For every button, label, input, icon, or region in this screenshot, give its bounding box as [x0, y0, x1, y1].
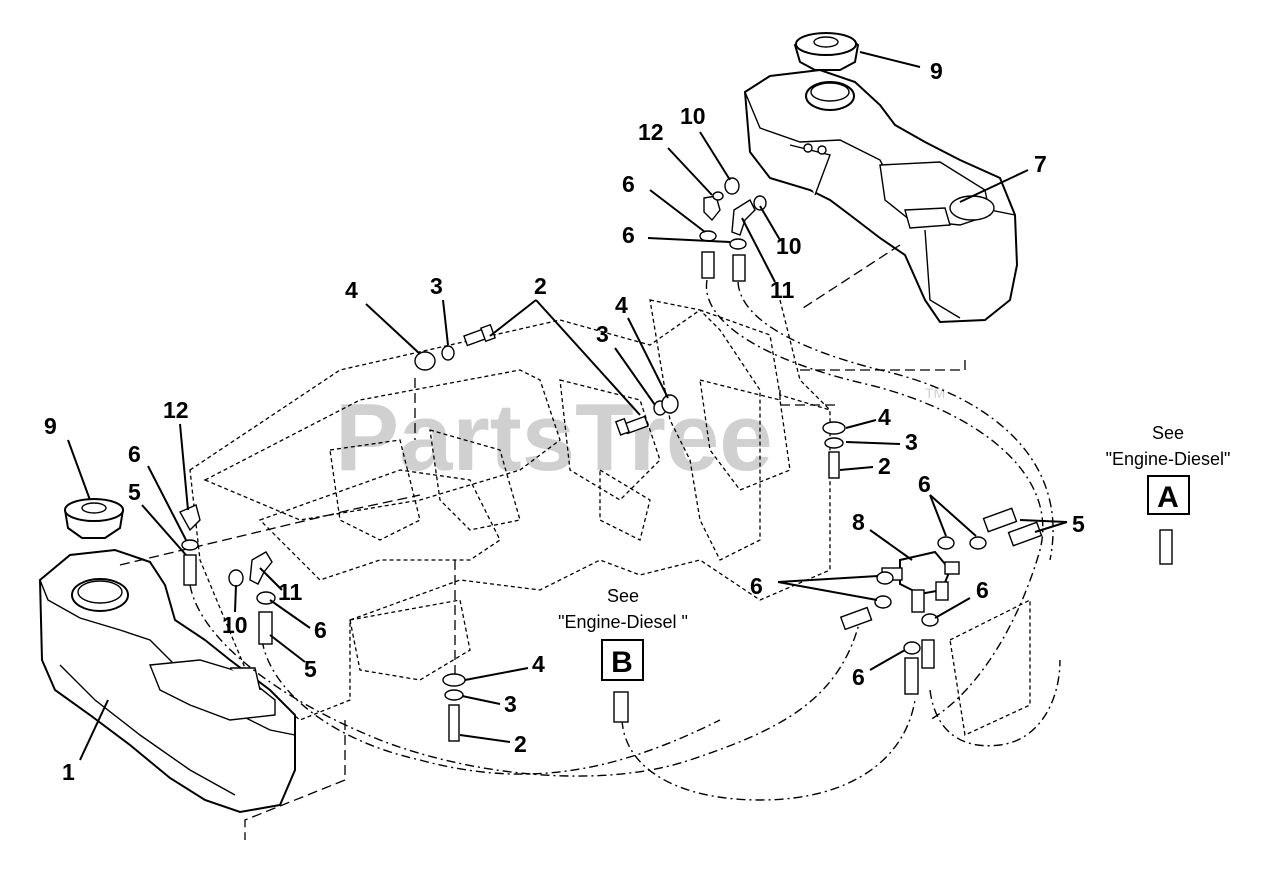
reference-b-target: "Engine-Diesel " — [558, 612, 688, 632]
callout-11-left: 11 — [278, 579, 303, 605]
hose-stub — [183, 554, 197, 586]
callout-3-upper: 3 — [430, 273, 443, 299]
elbow-fitting-icon — [703, 191, 724, 222]
callout-12-left: 12 — [163, 397, 189, 423]
callout-5-right: 5 — [1072, 511, 1085, 537]
mower-frame — [189, 299, 831, 721]
hose-stub — [1159, 529, 1173, 565]
callout-4-mid: 4 — [615, 292, 628, 318]
hose-stub — [921, 639, 935, 669]
hose-stub — [1007, 521, 1043, 547]
callout-3-right: 3 — [905, 429, 918, 455]
reference-a[interactable]: See "Engine-Diesel" A — [1106, 423, 1231, 515]
callout-2-upper: 2 — [534, 273, 547, 299]
callout-6-top-a: 6 — [622, 171, 635, 197]
hardware — [179, 177, 1173, 742]
callout-1: 1 — [62, 759, 75, 785]
hose-stub — [982, 507, 1018, 533]
washer-icon — [724, 177, 740, 195]
hose-stub — [732, 254, 746, 282]
callout-6-left: 6 — [128, 441, 141, 467]
callout-12-top: 12 — [638, 119, 664, 145]
callout-7: 7 — [1034, 151, 1047, 177]
callout-10-top: 10 — [680, 103, 706, 129]
washer-icon — [444, 689, 464, 701]
hose-clamp-icon — [921, 613, 939, 627]
watermark: PartsTree — [335, 384, 773, 491]
hose-clamp-icon — [937, 536, 955, 550]
reference-a-box — [1147, 475, 1190, 515]
callout-9-right: 9 — [930, 58, 943, 84]
hose-clamp-icon — [874, 595, 892, 609]
hose-clamp-icon — [903, 641, 921, 655]
watermark-trademark: TM — [925, 385, 945, 401]
callout-4-upper: 4 — [345, 277, 358, 303]
fuel-hoses — [189, 279, 1061, 801]
leader-lines — [67, 51, 1068, 761]
callout-6-tee-bottom: 6 — [852, 664, 865, 690]
hose-stub — [701, 251, 715, 279]
bolt-icon — [448, 704, 460, 742]
hose-stub — [613, 691, 629, 723]
bolt-icon — [614, 415, 649, 436]
callout-5-left-b: 5 — [304, 656, 317, 682]
hose-stub — [839, 606, 873, 631]
reference-b-letter: B — [611, 646, 633, 679]
reference-a-letter: A — [1157, 481, 1179, 514]
callout-5-left: 5 — [128, 479, 141, 505]
right-fuel-cap-icon — [793, 32, 860, 71]
reference-b[interactable]: See "Engine-Diesel " B — [558, 586, 688, 681]
elbow-fitting-icon — [179, 504, 201, 532]
hose-clamp-icon — [969, 536, 987, 550]
hose-stub — [258, 611, 273, 645]
callout-6-tee-top: 6 — [918, 471, 931, 497]
callout-6-top-b: 6 — [622, 222, 635, 248]
callout-4-low: 4 — [532, 651, 545, 677]
left-fuel-cap-icon — [63, 498, 125, 539]
callout-2-low: 2 — [514, 731, 527, 757]
washer-icon — [661, 394, 679, 414]
washer-icon — [753, 195, 767, 211]
washer-icon — [441, 345, 455, 361]
callout-10-left: 10 — [222, 612, 248, 638]
washer-icon — [824, 437, 844, 449]
hose-clamp-icon — [699, 230, 717, 242]
washer-icon — [822, 421, 846, 435]
reference-b-box — [601, 639, 644, 681]
callout-6-left-b: 6 — [314, 617, 327, 643]
washer-icon — [442, 673, 466, 687]
right-fuel-tank-icon — [743, 68, 1019, 324]
hose-stub — [904, 657, 919, 695]
callout-6-tee-left: 6 — [750, 573, 763, 599]
callout-6-tee-right: 6 — [976, 577, 989, 603]
washer-icon — [228, 569, 244, 587]
callout-4-right: 4 — [878, 404, 891, 430]
bolt-icon — [463, 323, 496, 347]
hose-clamp-icon — [181, 539, 199, 551]
reference-a-see: See — [1152, 423, 1184, 443]
callout-3-low: 3 — [504, 691, 517, 717]
callout-10-top-b: 10 — [776, 233, 802, 259]
callouts: 9 7 12 10 6 6 10 11 4 3 2 3 4 4 3 2 9 12… — [44, 58, 1085, 785]
washer-icon — [414, 351, 436, 371]
callout-9-left: 9 — [44, 413, 57, 439]
reference-b-see: See — [607, 586, 639, 606]
elbow-fitting-icon — [731, 198, 756, 236]
callout-11-top: 11 — [770, 277, 795, 303]
reference-a-target: "Engine-Diesel" — [1106, 449, 1231, 469]
bolt-icon — [828, 451, 840, 479]
hose-clamp-icon — [876, 571, 894, 585]
left-fuel-tank-icon — [38, 548, 296, 814]
hose-clamp-icon — [729, 238, 747, 250]
callout-3-mid: 3 — [596, 321, 609, 347]
callout-2-right: 2 — [878, 453, 891, 479]
callout-8: 8 — [852, 509, 865, 535]
tee-fitting-icon — [881, 550, 960, 613]
